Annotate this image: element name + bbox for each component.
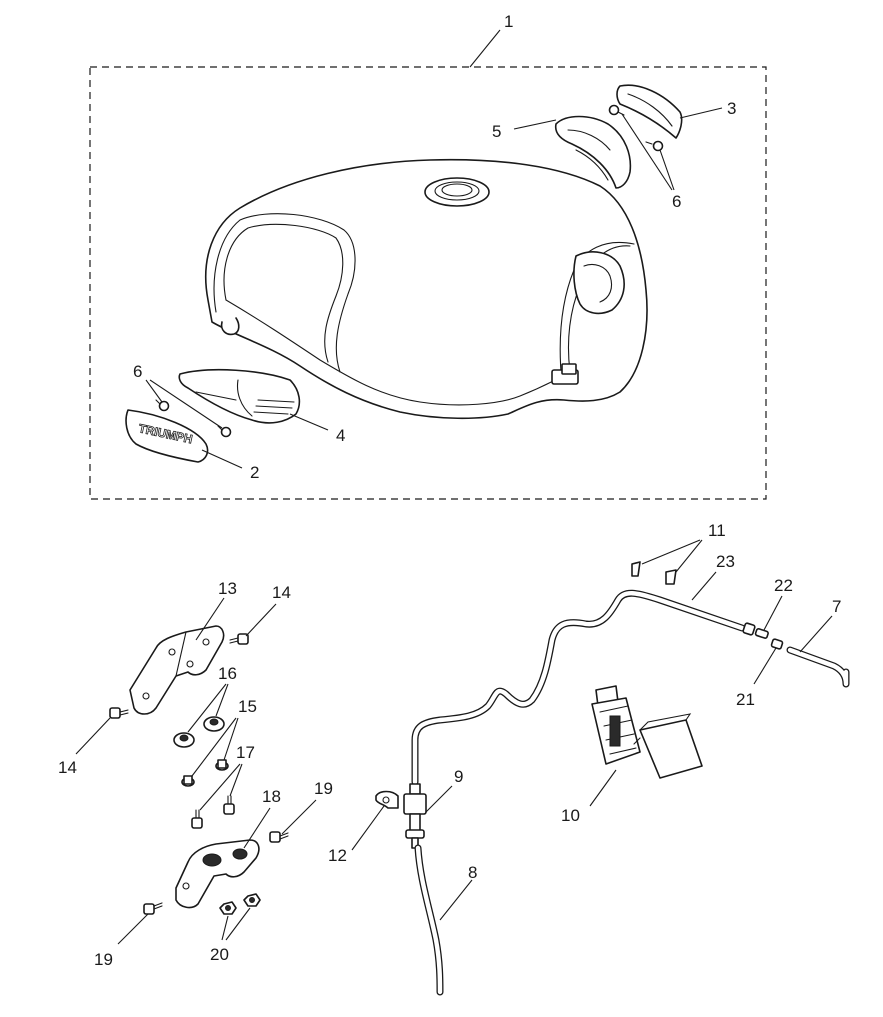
callout-20: 20 <box>210 945 229 964</box>
callout-21: 21 <box>736 690 755 709</box>
bolt-14-b <box>109 707 129 719</box>
leader-6a-a <box>145 379 163 403</box>
part-4-side-panel <box>178 368 301 424</box>
callout-15: 15 <box>238 697 257 716</box>
screw-6-bottom-a <box>155 399 170 412</box>
leader-4 <box>289 413 329 431</box>
leader-11-a <box>641 539 701 565</box>
leader-2 <box>201 449 243 469</box>
callout-4: 4 <box>336 426 345 445</box>
leader-15-b <box>223 717 239 761</box>
part-12-clamp <box>375 790 399 809</box>
part-9-fuel-filter <box>403 783 427 849</box>
callout-14-top: 14 <box>272 583 291 602</box>
callout-3: 3 <box>727 99 736 118</box>
leader-11-b <box>675 539 703 573</box>
leader-10 <box>589 769 617 807</box>
leader-1 <box>469 29 501 68</box>
nut-20-a <box>219 901 237 915</box>
leader-13 <box>195 597 225 641</box>
part-18-bracket <box>175 839 260 909</box>
part-3-badge <box>616 84 683 139</box>
part-10-canister <box>591 685 703 779</box>
bolt-14-a <box>229 633 249 645</box>
bolt-19-a <box>269 831 289 843</box>
callout-8: 8 <box>468 863 477 882</box>
leader-7 <box>799 615 833 653</box>
part-23-breather-tube <box>411 589 746 786</box>
leader-20-a <box>221 915 229 941</box>
part-21-connector <box>770 638 784 650</box>
leader-21 <box>753 647 777 685</box>
leader-14b <box>75 717 111 755</box>
screw-17-a <box>191 809 203 829</box>
leader-23 <box>691 571 717 601</box>
leader-22 <box>763 595 783 631</box>
callout-17: 17 <box>236 743 255 762</box>
leader-19a <box>281 799 317 835</box>
leader-9 <box>425 785 453 813</box>
leader-17-a <box>199 763 241 811</box>
part-5-side-panel <box>554 115 632 189</box>
grommet-16-a <box>173 732 195 748</box>
screw-6-bottom-b <box>217 425 232 438</box>
part-7-tube <box>786 646 850 688</box>
leader-15-a <box>191 717 237 777</box>
callout-19-bottom: 19 <box>94 950 113 969</box>
callout-6-top: 6 <box>672 192 681 211</box>
callout-5: 5 <box>492 122 501 141</box>
callout-18: 18 <box>262 787 281 806</box>
leader-3 <box>679 107 723 119</box>
leader-5 <box>513 119 557 130</box>
callout-10: 10 <box>561 806 580 825</box>
callout-9: 9 <box>454 767 463 786</box>
callout-2: 2 <box>250 463 259 482</box>
kit-boundary <box>89 66 767 500</box>
callout-14-bottom: 14 <box>58 758 77 777</box>
leader-18 <box>243 807 271 849</box>
bolt-19-b <box>143 902 163 915</box>
spacer-15-b <box>215 759 229 771</box>
leader-8 <box>439 879 473 921</box>
leader-6b-b <box>659 149 675 191</box>
leader-6b-a <box>621 113 673 191</box>
leader-20-b <box>225 907 251 941</box>
screw-6-top-b <box>645 140 664 152</box>
screw-17-b <box>223 795 235 815</box>
grommet-16-b <box>203 716 225 732</box>
callout-19-top: 19 <box>314 779 333 798</box>
callout-11: 11 <box>708 521 726 540</box>
leader-19b <box>117 913 149 945</box>
leader-12 <box>351 805 385 851</box>
part-13-bracket <box>129 625 225 715</box>
part-11-clip-a <box>631 561 641 577</box>
callout-13: 13 <box>218 579 237 598</box>
leader-16-a <box>187 683 227 733</box>
callout-7: 7 <box>832 597 841 616</box>
screw-6-top-a <box>608 104 625 116</box>
callout-1: 1 <box>504 12 513 31</box>
callout-23: 23 <box>716 552 735 571</box>
callout-22: 22 <box>774 576 793 595</box>
callout-16: 16 <box>218 664 237 683</box>
leader-6a-b <box>149 379 223 429</box>
part-22-connector <box>742 622 769 639</box>
fuel-tank <box>204 158 648 420</box>
part-8-hose <box>414 844 444 996</box>
leader-14a <box>245 603 277 637</box>
nut-20-b <box>243 893 261 907</box>
spacer-15-a <box>181 775 195 787</box>
callout-6-bottom: 6 <box>133 362 142 381</box>
leader-16-b <box>215 683 229 717</box>
part-2-triumph-badge: TRIUMPH <box>125 409 209 463</box>
part-11-clip-b <box>665 569 677 585</box>
callout-12: 12 <box>328 846 347 865</box>
leader-17-b <box>229 763 243 797</box>
